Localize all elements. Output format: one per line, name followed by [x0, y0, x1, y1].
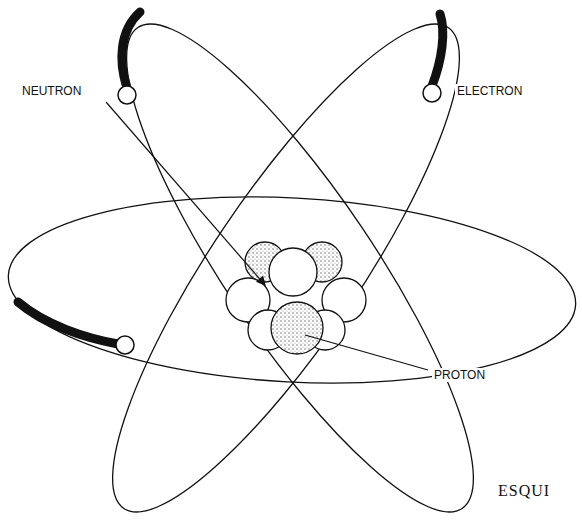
leader-line — [106, 102, 265, 285]
electron — [118, 86, 136, 104]
orbit — [76, 0, 523, 527]
orbit — [62, 0, 509, 527]
caption-fragment: ESQUI — [496, 482, 552, 500]
part-label: PROTON — [432, 368, 487, 382]
nucleus — [226, 242, 366, 354]
part-label: NEUTRON — [20, 84, 83, 98]
orbit — [4, 183, 581, 396]
electron — [116, 336, 134, 354]
electron-trail — [432, 14, 443, 86]
leader-line — [305, 335, 428, 370]
electron-trail — [18, 302, 118, 344]
electron — [423, 84, 441, 102]
electron-trail — [122, 12, 140, 88]
part-label: ELECTRON — [455, 84, 524, 98]
